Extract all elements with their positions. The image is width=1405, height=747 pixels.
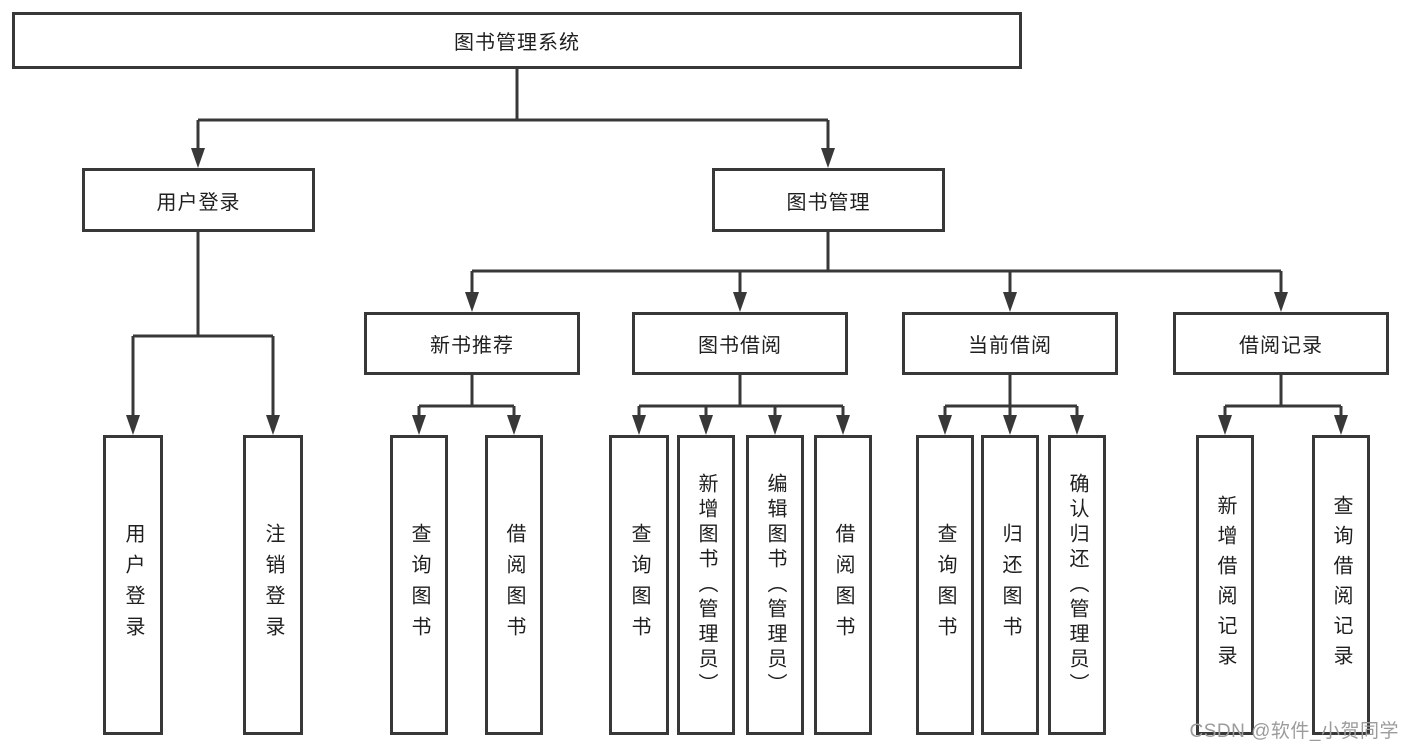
leaf-confirm-return-admin: 确认归还（管理员） <box>1048 435 1106 735</box>
connector-root <box>196 69 830 150</box>
node-user-login: 用户登录 <box>82 168 315 232</box>
connector-user-login <box>131 232 275 418</box>
arrowheads <box>126 148 1348 435</box>
leaf-query-books-recommend: 查询图书 <box>390 435 448 735</box>
leaf-user-login: 用户登录 <box>103 435 163 735</box>
leaf-add-book-admin: 新增图书（管理员） <box>677 435 735 735</box>
leaf-borrow-books-recommend: 借阅图书 <box>485 435 543 735</box>
connector-borrowing-records <box>1223 375 1343 418</box>
connector-new-book-recommend <box>417 375 516 418</box>
connector-book-borrowing <box>637 375 845 418</box>
node-current-borrowing: 当前借阅 <box>902 312 1118 375</box>
node-borrowing-records: 借阅记录 <box>1173 312 1389 375</box>
leaf-return-book: 归还图书 <box>981 435 1039 735</box>
leaf-add-borrow-record: 新增借阅记录 <box>1196 435 1254 735</box>
leaf-query-books-current: 查询图书 <box>916 435 974 735</box>
leaf-edit-book-admin: 编辑图书（管理员） <box>746 435 804 735</box>
leaf-query-books-borrowing: 查询图书 <box>609 435 669 735</box>
connector-book-management <box>470 232 1283 295</box>
csdn-watermark: CSDN @软件_小贺同学 <box>1189 721 1399 742</box>
leaf-logout: 注销登录 <box>243 435 303 735</box>
leaf-query-borrow-record: 查询借阅记录 <box>1312 435 1370 735</box>
leaf-borrow-books-borrowing: 借阅图书 <box>814 435 872 735</box>
connector-current-borrowing <box>943 375 1079 418</box>
node-new-book-recommend: 新书推荐 <box>364 312 580 375</box>
node-library-system: 图书管理系统 <box>12 12 1022 69</box>
node-book-borrowing: 图书借阅 <box>632 312 848 375</box>
node-book-management: 图书管理 <box>712 168 945 232</box>
